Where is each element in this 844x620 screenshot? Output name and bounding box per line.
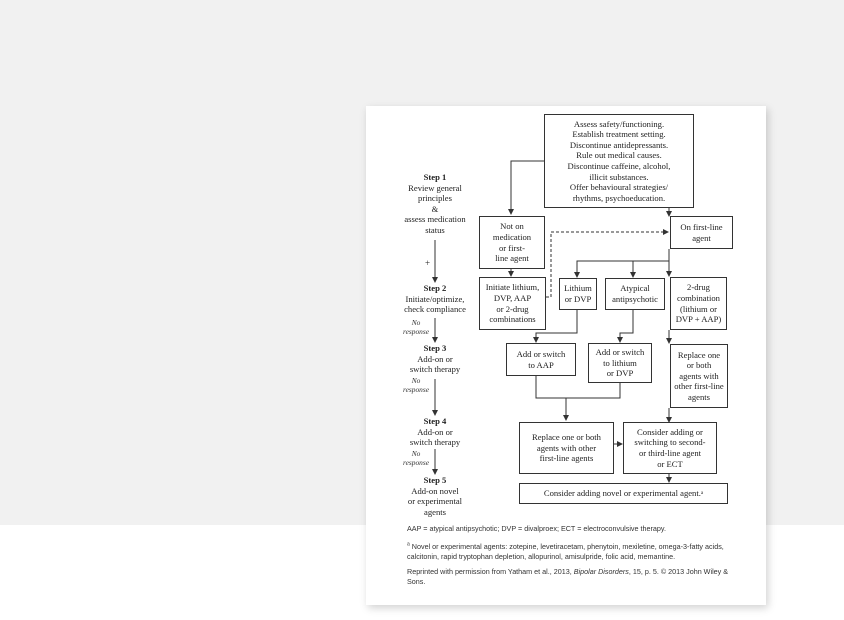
step-2-text: Initiate/optimize, check compliance	[404, 293, 466, 315]
step-3: Step 3 Add-on or switch therapy	[388, 343, 482, 375]
footnote-text: Novel or experimental agents: zotepine, …	[407, 542, 724, 562]
step-1-text: Review general principles & assess medic…	[404, 182, 466, 235]
two-drug-combination-box: 2-drug combination (lithium or DVP + AAP…	[670, 277, 727, 330]
consider-novel-box: Consider adding novel or experimental ag…	[519, 483, 728, 504]
step-2: Step 2 Initiate/optimize, check complian…	[388, 283, 482, 315]
step-4: Step 4 Add-on or switch therapy	[388, 416, 482, 448]
initiate-box: Initiate lithium, DVP, AAP or 2-drug com…	[479, 277, 546, 330]
reprint-journal: Bipolar Disorders	[573, 567, 629, 576]
not-on-medication-box: Not on medication or first- line agent	[479, 216, 545, 269]
no-response-label: No response	[402, 376, 429, 394]
on-first-line-box: On first-line agent	[670, 216, 733, 249]
step-5: Step 5 Add-on novel or experimental agen…	[388, 475, 482, 517]
add-switch-aap-box: Add or switch to AAP	[506, 343, 576, 376]
step-5-text: Add-on novel or experimental agents	[407, 485, 463, 517]
reprint-note: Reprinted with permission from Yatham et…	[407, 567, 747, 588]
reprint-prefix: Reprinted with permission from Yatham et…	[407, 567, 574, 576]
plus-sign: +	[425, 258, 431, 268]
footnote-mark: a	[407, 541, 410, 548]
reprint-suffix: , 15, p. 5. © 2013 John Wiley & Sons.	[407, 567, 729, 587]
step-4-title: Step 4	[423, 416, 447, 426]
add-switch-lithium-dvp-box: Add or switch to lithium or DVP	[588, 343, 652, 383]
step-2-title: Step 2	[423, 283, 447, 293]
step-4-text: Add-on or switch therapy	[409, 426, 461, 448]
step-3-title: Step 3	[423, 343, 447, 353]
consider-second-third-line-box: Consider adding or switching to second- …	[623, 422, 717, 474]
step-3-text: Add-on or switch therapy	[409, 353, 461, 375]
replace-first-line-box: Replace one or both agents with other fi…	[670, 344, 728, 408]
assess-box: Assess safety/functioning. Establish tre…	[544, 114, 694, 208]
footnote: a Novel or experimental agents: zotepine…	[407, 542, 747, 563]
step-5-title: Step 5	[423, 475, 447, 485]
document-page: Step 1 Review general principles & asses…	[366, 106, 766, 605]
replace-other-box: Replace one or both agents with other fi…	[519, 422, 614, 474]
step-1-title: Step 1	[423, 172, 447, 182]
abbreviations-note: AAP = atypical antipsychotic; DVP = diva…	[407, 524, 666, 533]
no-response-label: No response	[402, 318, 429, 336]
lithium-dvp-box: Lithium or DVP	[559, 278, 597, 310]
atypical-antipsychotic-box: Atypical antipsychotic	[605, 278, 665, 310]
step-1: Step 1 Review general principles & asses…	[388, 172, 482, 235]
consider-novel-text: Consider adding novel or experimental ag…	[543, 488, 701, 499]
no-response-label: No response	[402, 449, 429, 467]
